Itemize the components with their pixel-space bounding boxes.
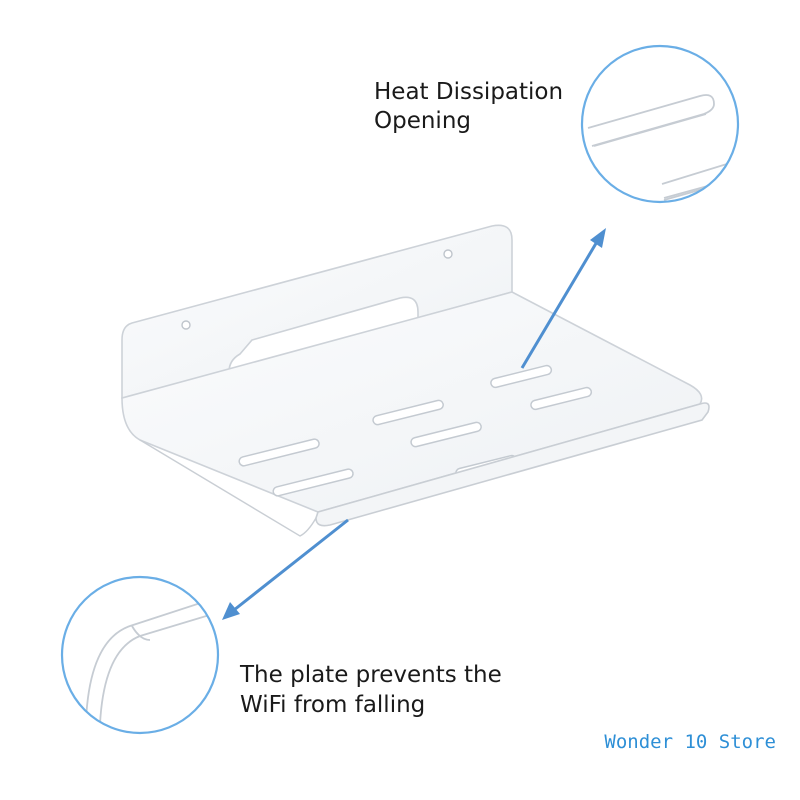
arrow-down-left-icon [222,518,349,620]
heat-dissipation-label: Heat Dissipation Opening [374,78,594,136]
heat-dissipation-label-line1: Heat Dissipation [374,79,564,105]
plate-label-line1: The plate prevents the [240,662,502,688]
shelf-front-lip [139,402,710,537]
plate-prevents-falling-label: The plate prevents the WiFi from falling [240,660,530,720]
arrow-up-right-icon [520,228,606,369]
heat-dissipation-label-line2: Opening [374,108,471,134]
plate-label-line2: WiFi from falling [240,692,426,718]
store-watermark: Wonder 10 Store [604,731,776,753]
plate-zoom-circle [60,575,220,735]
shelf-base-plate [121,291,703,513]
heat-dissipation-zoom-circle [580,44,740,204]
